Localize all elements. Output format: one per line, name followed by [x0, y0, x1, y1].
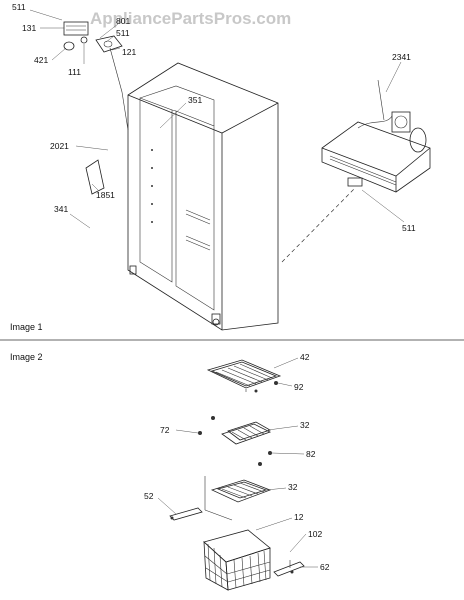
- caption-image-2: Image 2: [10, 352, 43, 362]
- callout-102: 102: [308, 529, 322, 539]
- callout-2021: 2021: [50, 141, 69, 151]
- callout-62: 62: [320, 562, 330, 572]
- light-assembly: [63, 21, 129, 131]
- leader-lines-image1: [29, 9, 405, 229]
- slide-rail-62: [273, 560, 305, 577]
- callout-42: 42: [300, 352, 310, 362]
- machine-compartment: [281, 79, 431, 263]
- callouts-image1: 511 131 801 511 121 421 111 351 2341 202…: [12, 2, 416, 233]
- wire-basket-12: [203, 529, 271, 591]
- callout-421: 421: [34, 55, 48, 65]
- caption-image-1: Image 1: [10, 322, 43, 332]
- callout-92: 92: [294, 382, 304, 392]
- wire-shelf-32a: [198, 416, 272, 466]
- callout-1851: 1851: [96, 190, 115, 200]
- callout-341: 341: [54, 204, 68, 214]
- watermark-text: AppliancePartsPros.com: [90, 9, 291, 28]
- callout-2341: 2341: [392, 52, 411, 62]
- callout-52: 52: [144, 491, 154, 501]
- callout-511-b: 511: [116, 28, 130, 38]
- callout-801: 801: [116, 16, 130, 26]
- callout-12: 12: [294, 512, 304, 522]
- leader-lines-image2: [157, 357, 318, 568]
- callouts-image2: 42 92 72 32 82 52 32 12 102 62: [144, 352, 330, 572]
- callout-82: 82: [306, 449, 316, 459]
- callout-32-a: 32: [300, 420, 310, 430]
- callout-111: 111: [68, 67, 81, 77]
- callout-121: 121: [122, 47, 136, 57]
- callout-351: 351: [188, 95, 202, 105]
- bracket-part: [85, 159, 105, 195]
- callout-72: 72: [160, 425, 170, 435]
- refrigerator-cabinet: [127, 62, 279, 331]
- callout-131: 131: [22, 23, 36, 33]
- callout-32-b: 32: [288, 482, 298, 492]
- wire-shelf-42: [206, 359, 282, 393]
- wire-shelf-32b: [204, 476, 272, 521]
- callout-511-c: 511: [402, 223, 416, 233]
- callout-511-top: 511: [12, 2, 26, 12]
- slide-rail-52: [169, 507, 203, 521]
